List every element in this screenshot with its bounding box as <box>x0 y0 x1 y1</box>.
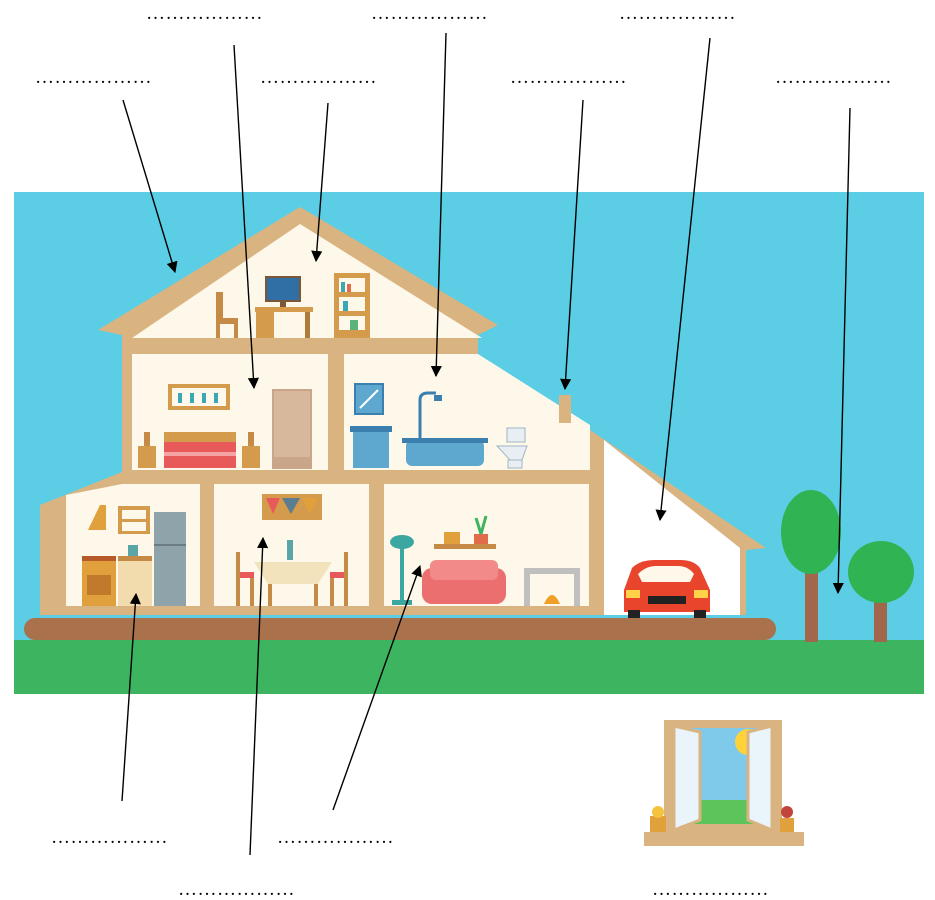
blank-window[interactable]: ……………… <box>652 880 769 900</box>
blank-roof[interactable]: ……………… <box>35 68 152 88</box>
blank-garden[interactable]: ……………… <box>775 68 892 88</box>
blank-living-room[interactable]: ……………… <box>277 828 394 848</box>
car <box>624 560 710 618</box>
blank-dining-room[interactable]: ……………… <box>178 880 295 900</box>
chimney <box>559 395 571 423</box>
blank-bathroom[interactable]: ……………… <box>371 4 488 24</box>
grass <box>14 640 924 694</box>
blank-garage[interactable]: ……………… <box>619 4 736 24</box>
blank-kitchen[interactable]: ……………… <box>51 828 168 848</box>
blank-chimney[interactable]: ……………… <box>510 68 627 88</box>
window-picture <box>644 720 804 846</box>
blank-bedroom[interactable]: ……………… <box>146 4 263 24</box>
blank-attic[interactable]: ……………… <box>260 68 377 88</box>
